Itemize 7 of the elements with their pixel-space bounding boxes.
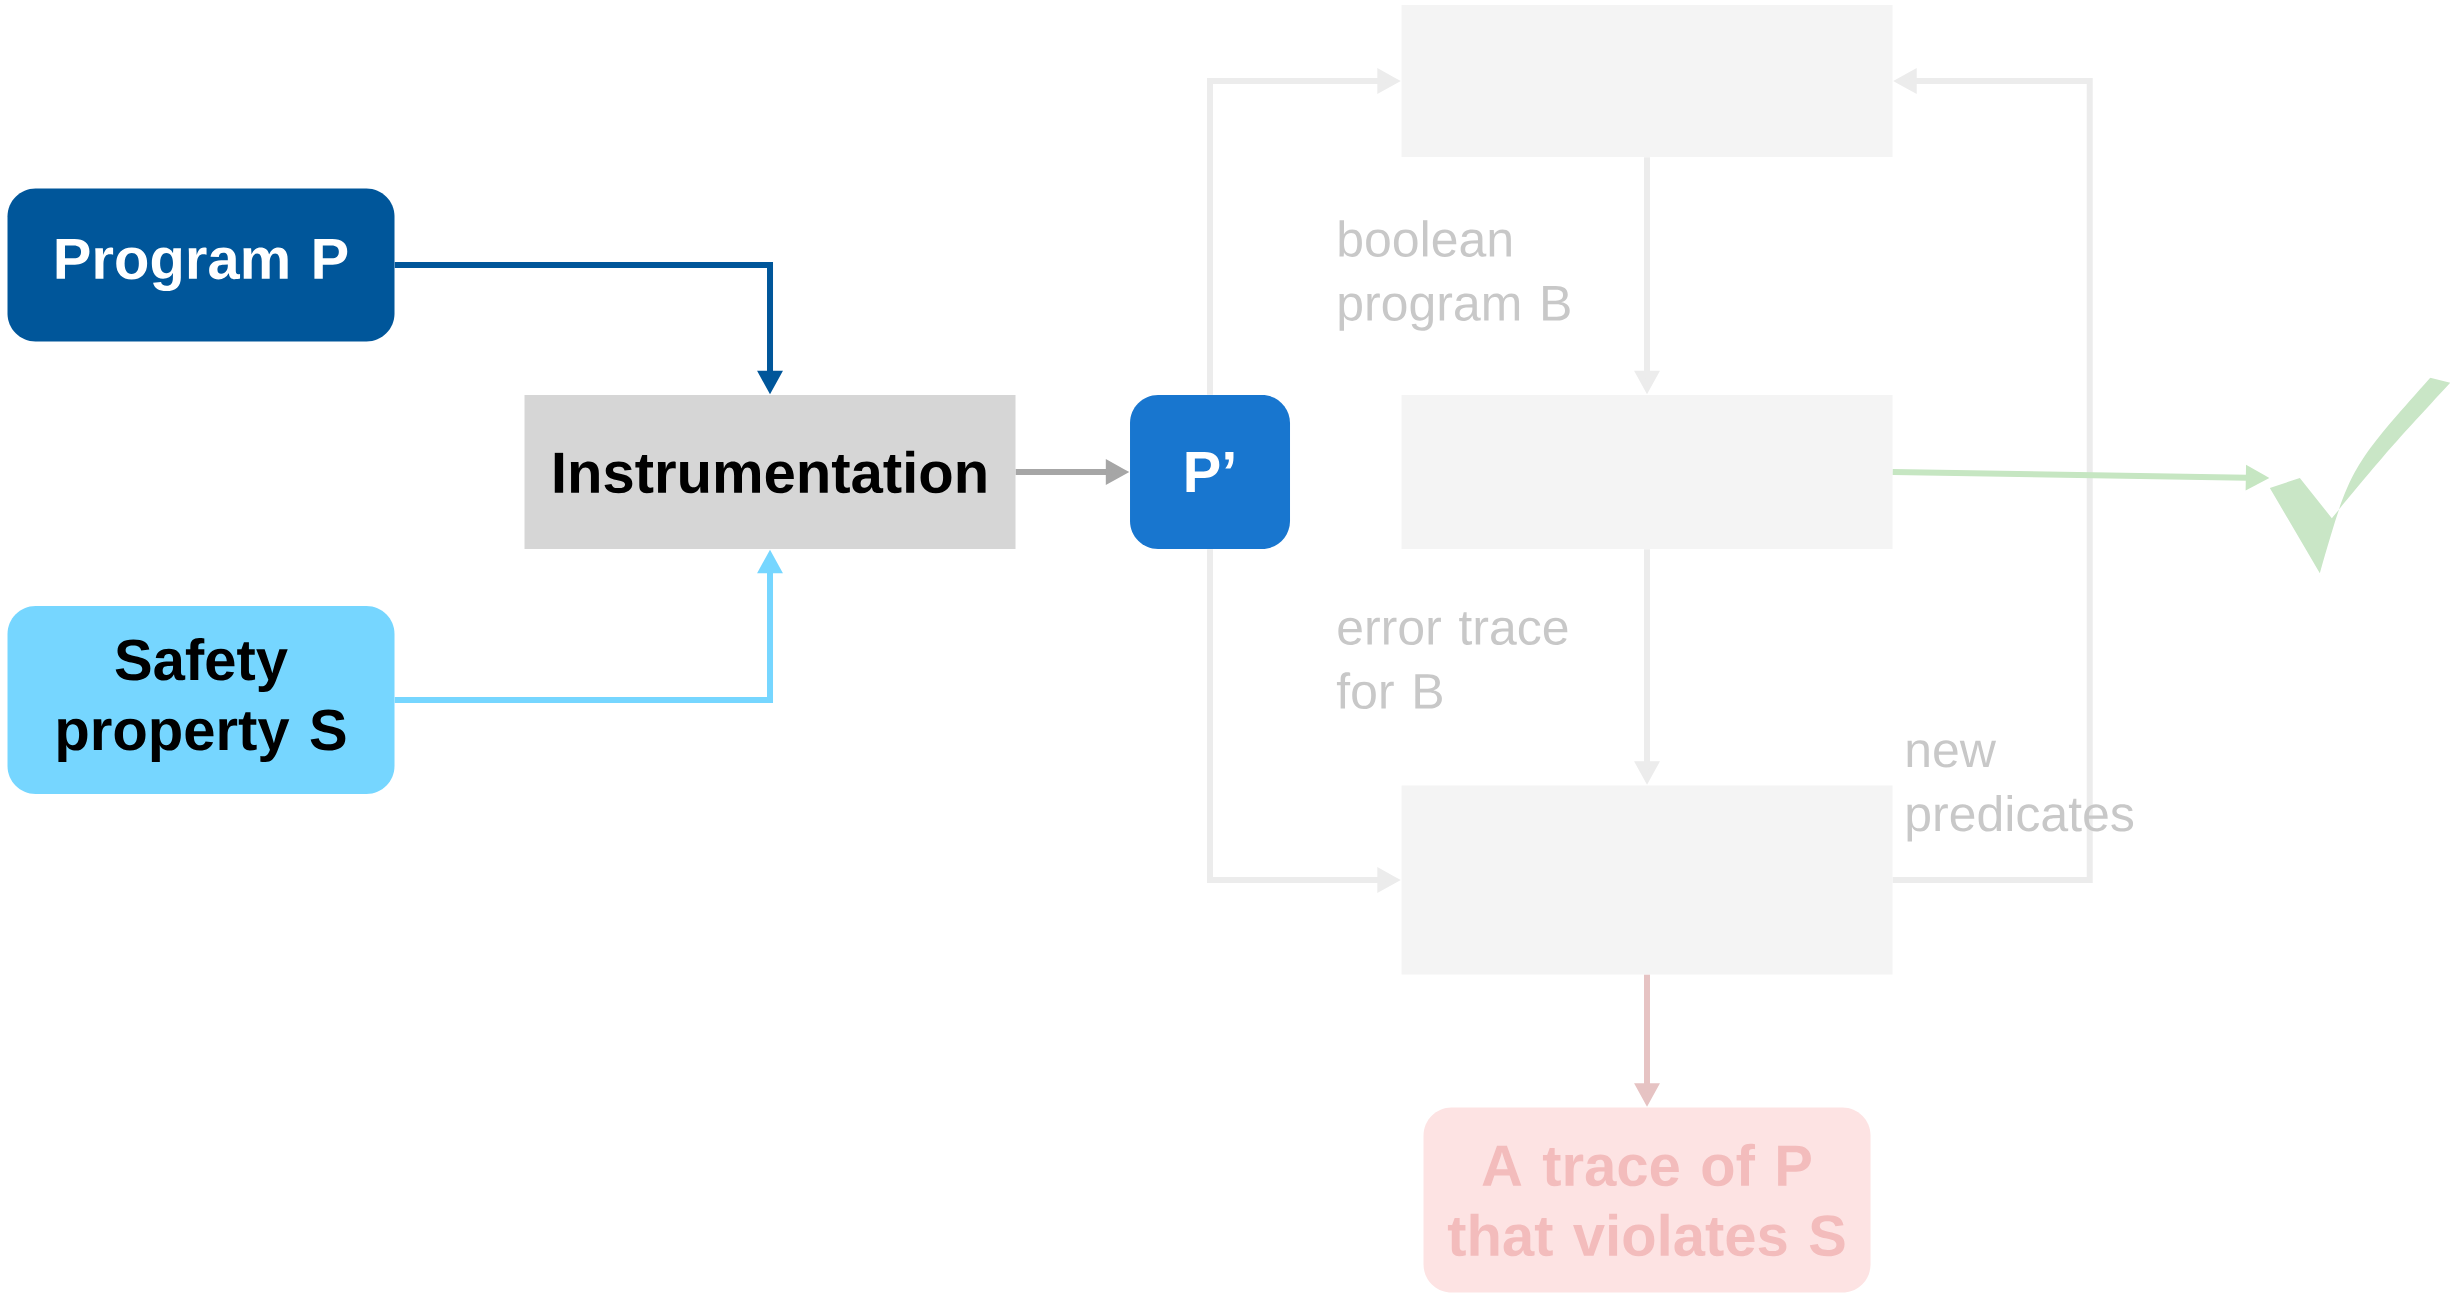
program-box: Program P bbox=[7, 188, 395, 342]
tool-box bbox=[1401, 785, 1893, 975]
checkmark-drawing bbox=[2269, 377, 2451, 574]
process-box: Instrumentation bbox=[524, 395, 1016, 549]
tool-box bbox=[1401, 395, 1893, 549]
program-box: P’ bbox=[1130, 395, 1290, 549]
property-box: Safety property S bbox=[7, 606, 395, 794]
